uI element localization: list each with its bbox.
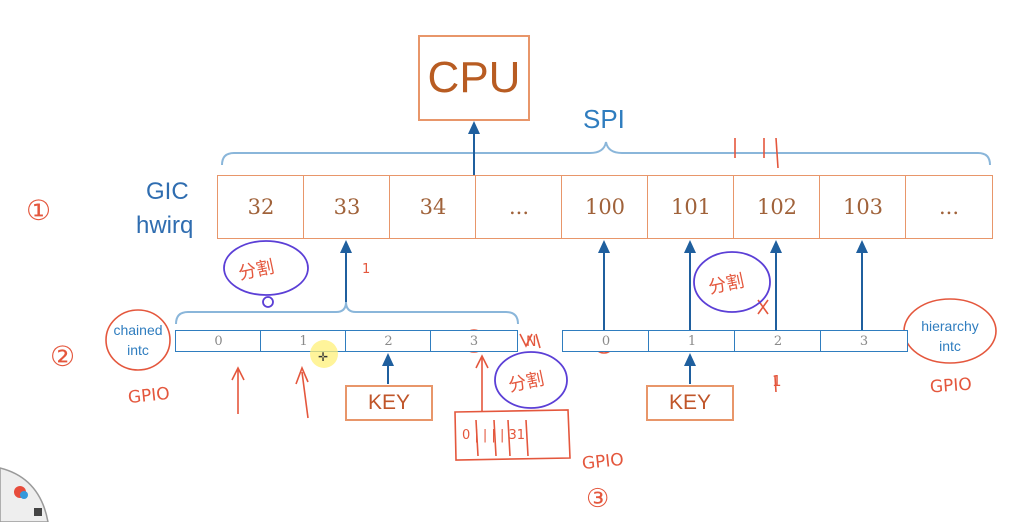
chained-end-label: N	[526, 334, 537, 350]
chained-intc-label: chained intc	[113, 322, 163, 358]
hierarchy-cell-1: 1	[648, 330, 736, 352]
gic-cell-ellipsis-1: ...	[475, 175, 563, 239]
mark-2: ②	[50, 340, 76, 373]
gic-cell-103: 103	[819, 175, 907, 239]
gic-cell-ellipsis-2: ...	[905, 175, 993, 239]
hierarchy-intc-label: hierarchy intc	[921, 318, 979, 354]
spi-label: SPI	[583, 104, 625, 134]
gic-cell-102: 102	[733, 175, 821, 239]
mark-3: ③	[586, 484, 610, 514]
chained-cell-2: 2	[345, 330, 432, 352]
mark-1: ①	[26, 194, 52, 227]
gic-cell-100: 100	[561, 175, 649, 239]
gic-cell-34: 34	[389, 175, 477, 239]
cpu-box: CPU	[418, 35, 530, 121]
key-box-left: KEY	[345, 385, 433, 421]
cpu-label: CPU	[427, 53, 521, 102]
gic-cell-32: 32	[217, 175, 305, 239]
gic-cell-33: 33	[303, 175, 391, 239]
hierarchy-cell-3: 3	[820, 330, 908, 352]
register-box-label: 0 | | | | 31	[462, 428, 525, 443]
red-annotations	[105, 137, 997, 461]
number-1-b: 1	[772, 372, 782, 390]
number-1-a: 1	[362, 262, 371, 277]
pen-tool-icon	[0, 467, 49, 522]
hwirq-label: hwirq	[136, 212, 194, 239]
cursor-crosshair-icon: ✛	[318, 350, 329, 364]
gpio-right: GPIO	[929, 374, 973, 398]
chained-cell-3: 3	[430, 330, 518, 352]
gic-label: GIC	[146, 178, 189, 205]
chained-cell-0: 0	[175, 330, 262, 352]
hierarchy-cell-0: 0	[562, 330, 650, 352]
gic-cell-101: 101	[647, 175, 735, 239]
key-box-right: KEY	[646, 385, 734, 421]
spi-brace	[221, 141, 991, 166]
purple-circles	[223, 240, 771, 409]
chained-brace	[175, 301, 519, 325]
hierarchy-cell-2: 2	[734, 330, 822, 352]
cursor-highlight	[310, 340, 338, 368]
